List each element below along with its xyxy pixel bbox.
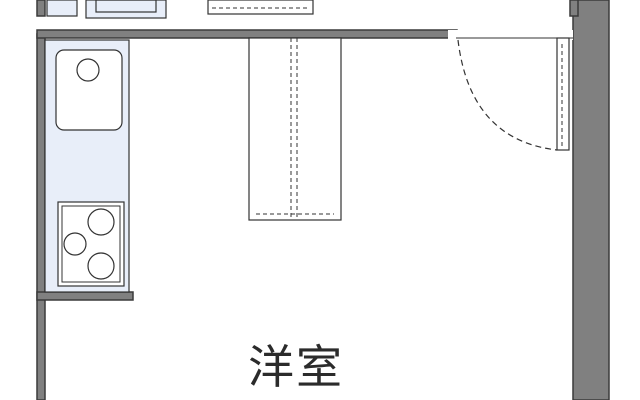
stove-inner xyxy=(61,205,121,283)
upper-left-wall-stub xyxy=(36,0,46,17)
kitchen-partition xyxy=(36,291,134,301)
upper-fixtures xyxy=(46,0,314,19)
closet-body xyxy=(248,37,342,221)
upper-fixture-sink xyxy=(85,0,167,19)
closet xyxy=(248,37,342,221)
burner-top xyxy=(87,208,115,236)
sink xyxy=(55,49,123,131)
upper-right-wall xyxy=(569,0,579,17)
burner-left xyxy=(63,232,87,256)
upper-fixture-left xyxy=(46,0,78,17)
upper-fixture-right xyxy=(207,0,314,15)
left-wall xyxy=(36,33,46,400)
kitchen-counter xyxy=(44,39,130,293)
burner-bottom xyxy=(87,252,115,280)
right-wall xyxy=(572,0,610,400)
room-label: 洋室 xyxy=(248,340,344,394)
door-leaf xyxy=(556,37,570,151)
door-opening xyxy=(448,30,573,40)
walls xyxy=(36,0,610,400)
sink-drain xyxy=(76,58,100,82)
top-wall xyxy=(36,29,458,39)
upper-fixture-inner xyxy=(95,0,157,13)
door-swing-arc xyxy=(457,39,558,151)
